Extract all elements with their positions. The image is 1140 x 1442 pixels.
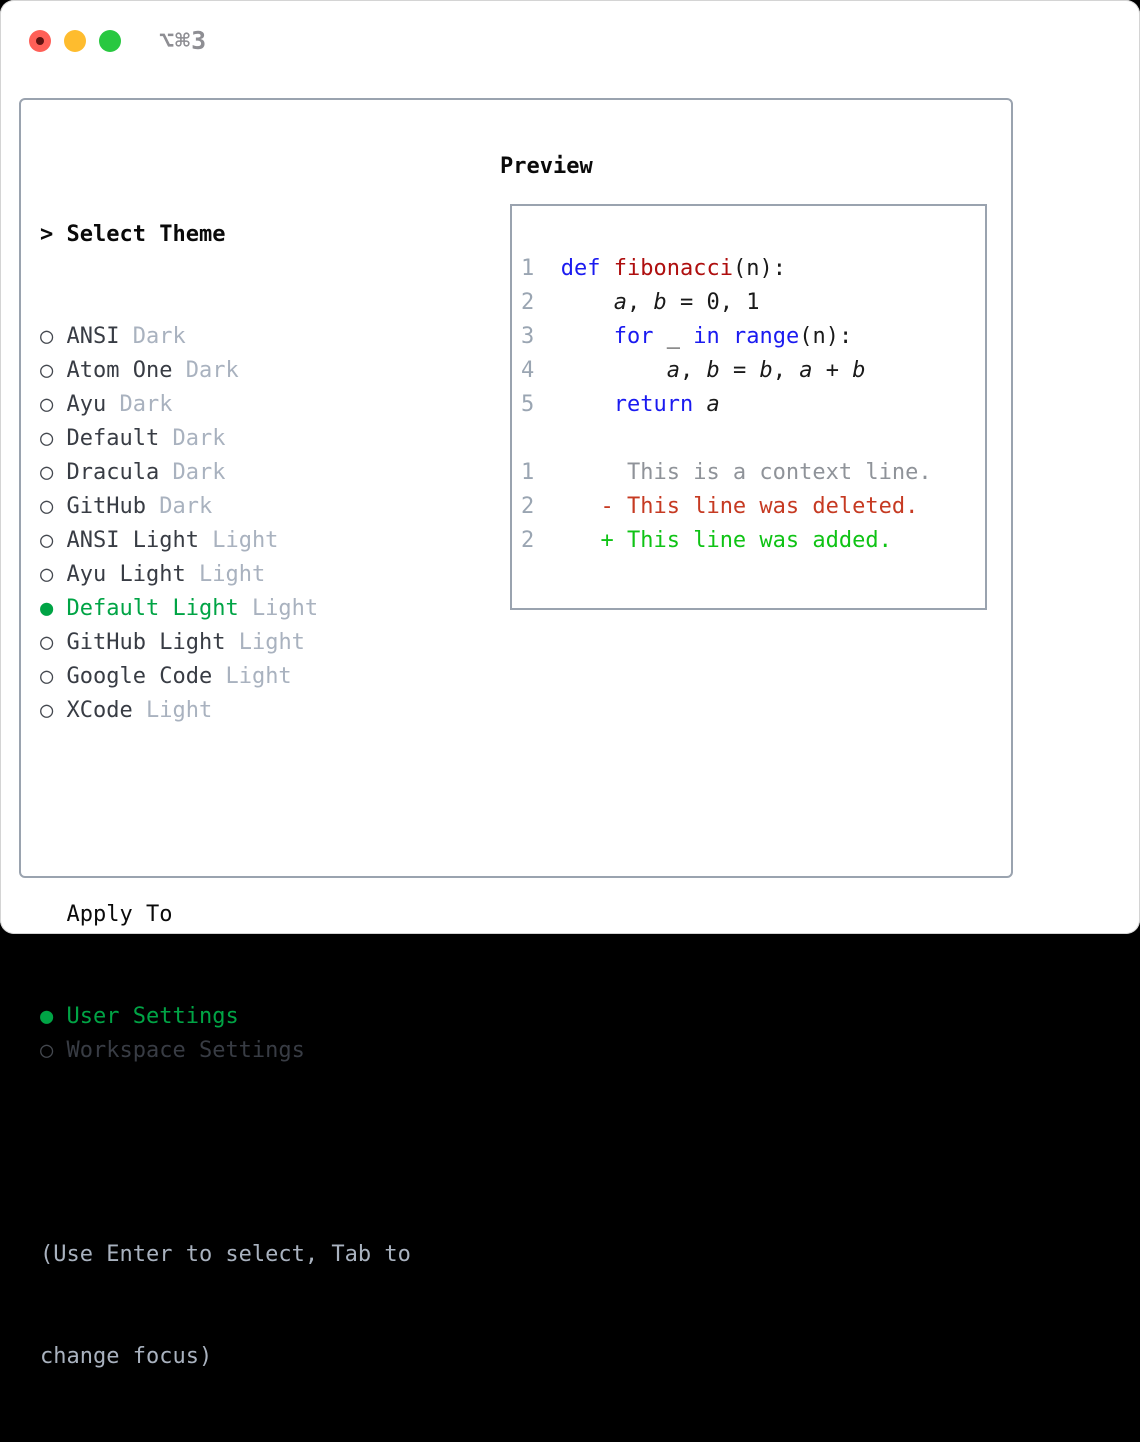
diff-line-context: 1 This is a context line.	[521, 460, 932, 485]
theme-variant-label: Dark	[119, 392, 173, 417]
theme-list: ○ ANSI Dark○ Atom One Dark○ Ayu Dark○ De…	[40, 320, 411, 728]
zoom-button[interactable]	[99, 29, 121, 52]
radio-icon: ○	[40, 1038, 54, 1063]
theme-option-github[interactable]: ○ GitHub Dark	[40, 490, 411, 524]
theme-option-ayu-light[interactable]: ○ Ayu Light Light	[40, 558, 411, 592]
radio-icon: ○	[40, 426, 54, 451]
apply-to-list: ● User Settings○ Workspace Settings	[40, 1000, 411, 1068]
blank-line	[521, 422, 985, 456]
theme-variant-label: Light	[251, 596, 319, 621]
diff-line-added: 2 + This line was added.	[521, 528, 892, 553]
radio-icon: ○	[40, 562, 54, 587]
theme-option-ayu[interactable]: ○ Ayu Dark	[40, 388, 411, 422]
line-number: 2	[521, 290, 535, 315]
radio-icon: ○	[40, 460, 54, 485]
radio-icon: ○	[40, 358, 54, 383]
theme-name: Dracula	[66, 460, 160, 485]
preview-box: 1 def fibonacci(n): 2 a, b = 0, 1 3 for _ …	[510, 204, 987, 610]
theme-variant-label: Dark	[172, 460, 226, 485]
theme-name: GitHub Light	[66, 630, 226, 655]
radio-selected-icon: ●	[40, 596, 54, 621]
radio-icon: ○	[40, 698, 54, 723]
apply-option-workspace-settings[interactable]: ○ Workspace Settings	[40, 1034, 411, 1068]
select-theme-title: Select Theme	[66, 222, 226, 247]
code-preview: 1 def fibonacci(n): 2 a, b = 0, 1 3 for _ …	[512, 206, 985, 558]
theme-option-google-code[interactable]: ○ Google Code Light	[40, 660, 411, 694]
theme-name: GitHub	[66, 494, 146, 519]
theme-variant-label: Dark	[132, 324, 186, 349]
record-dot-icon	[36, 36, 44, 45]
radio-icon: ○	[40, 324, 54, 349]
theme-option-atom-one[interactable]: ○ Atom One Dark	[40, 354, 411, 388]
theme-name: XCode	[66, 698, 133, 723]
diff-line-deleted: 2 - This line was deleted.	[521, 494, 919, 519]
theme-variant-label: Dark	[159, 494, 213, 519]
help-text-line-1: (Use Enter to select, Tab to	[40, 1242, 411, 1267]
close-button[interactable]	[29, 29, 51, 52]
theme-option-dracula[interactable]: ○ Dracula Dark	[40, 456, 411, 490]
apply-to-header: Apply To	[66, 902, 173, 927]
theme-variant-label: Light	[225, 664, 292, 689]
theme-name: ANSI	[66, 324, 120, 349]
theme-name: Ayu	[66, 392, 107, 417]
radio-icon: ○	[40, 528, 54, 553]
code-line: 4 a, b = b, a + b	[521, 358, 866, 383]
code-line: 3 for _ in range(n):	[521, 324, 853, 349]
spacer	[40, 796, 411, 830]
radio-icon: ○	[40, 392, 54, 417]
theme-name: Default	[66, 426, 160, 451]
theme-option-xcode[interactable]: ○ XCode Light	[40, 694, 411, 728]
theme-variant-label: Light	[198, 562, 266, 587]
preview-title: Preview	[500, 154, 593, 179]
theme-selector-panel: > Select Theme ○ ANSI Dark○ Atom One Dar…	[19, 98, 1013, 1369]
radio-icon: ○	[40, 630, 54, 655]
app-window: ⌥⌘3 > Select Theme ○ ANSI Dark○ Atom One…	[0, 0, 1140, 1369]
prompt-icon: >	[40, 222, 54, 247]
window-title: ⌥⌘3	[159, 26, 208, 55]
radio-icon: ○	[40, 664, 54, 689]
line-number: 1	[521, 256, 535, 281]
theme-option-ansi[interactable]: ○ ANSI Dark	[40, 320, 411, 354]
theme-variant-label: Dark	[172, 426, 226, 451]
apply-option-user-settings[interactable]: ● User Settings	[40, 1000, 411, 1034]
spacer	[40, 1136, 411, 1170]
theme-variant-label: Light	[212, 528, 279, 553]
theme-variant-label: Light	[238, 630, 305, 655]
theme-option-github-light[interactable]: ○ GitHub Light Light	[40, 626, 411, 660]
radio-icon: ○	[40, 494, 54, 519]
theme-option-default-light[interactable]: ● Default Light Light	[40, 592, 411, 626]
code-line: 1 def fibonacci(n):	[521, 256, 786, 281]
theme-name: Default Light	[66, 596, 239, 621]
theme-name: ANSI Light	[66, 528, 199, 553]
radio-selected-icon: ●	[40, 1004, 54, 1029]
theme-variant-label: Dark	[185, 358, 239, 383]
line-number: 3	[521, 324, 535, 349]
select-theme-header: > Select Theme	[40, 218, 411, 252]
theme-name: Atom One	[66, 358, 173, 383]
code-line: 2 a, b = 0, 1	[521, 290, 760, 315]
line-number: 5	[521, 392, 535, 417]
theme-list-section: > Select Theme ○ ANSI Dark○ Atom One Dar…	[40, 150, 411, 1442]
code-line: 5 return a	[521, 392, 720, 417]
apply-option-label: Workspace Settings	[66, 1038, 305, 1063]
theme-name: Google Code	[66, 664, 213, 689]
apply-option-label: User Settings	[66, 1004, 239, 1029]
theme-variant-label: Light	[145, 698, 213, 723]
line-number: 2	[521, 494, 535, 519]
theme-option-ansi-light[interactable]: ○ ANSI Light Light	[40, 524, 411, 558]
theme-option-default[interactable]: ○ Default Dark	[40, 422, 411, 456]
window-titlebar: ⌥⌘3	[29, 26, 207, 55]
line-number: 2	[521, 528, 535, 553]
line-number: 4	[521, 358, 535, 383]
help-text-line-2: change focus)	[40, 1344, 213, 1369]
minimize-button[interactable]	[64, 29, 86, 52]
line-number: 1	[521, 460, 535, 485]
theme-name: Ayu Light	[66, 562, 186, 587]
